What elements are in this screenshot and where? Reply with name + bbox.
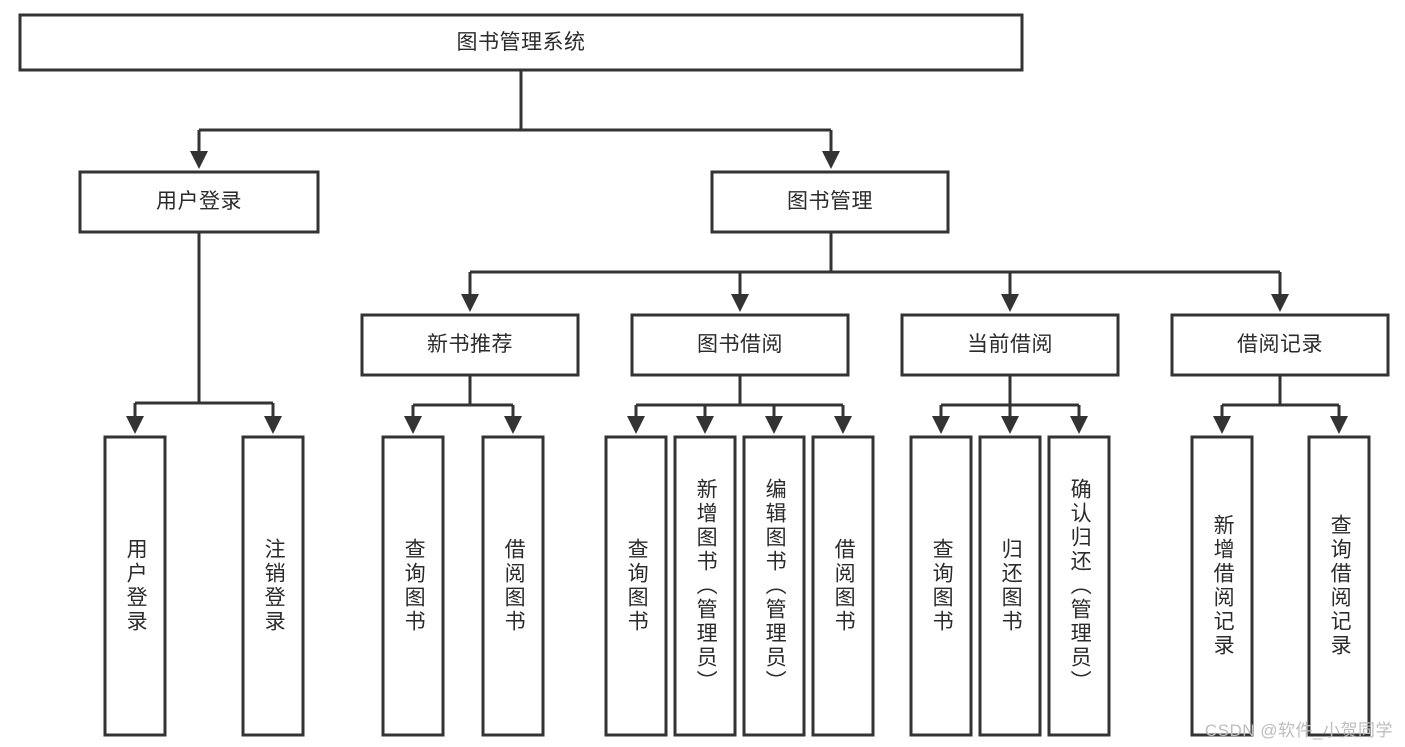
connector-book-management-bus <box>470 232 1280 274</box>
node-book-borrow-box[interactable] <box>630 313 850 377</box>
node-borrow-record-box[interactable] <box>1170 313 1390 377</box>
csdn-watermark: CSDN @软件_小贺同学 <box>1204 721 1393 740</box>
connector-root-bus <box>199 70 831 132</box>
node-leaf-borrow-book-2-box[interactable] <box>811 435 875 737</box>
node-leaf-add-book-admin-box[interactable] <box>673 435 737 737</box>
node-leaf-add-borrow-record-box[interactable] <box>1190 435 1254 737</box>
node-leaf-query-book-2-box[interactable] <box>604 435 668 737</box>
node-leaf-return-book-box[interactable] <box>978 435 1042 737</box>
connector-user-login-bus <box>135 232 273 405</box>
node-leaf-query-book-1-box[interactable] <box>381 435 445 737</box>
node-new-book-recommend-box[interactable] <box>360 313 580 377</box>
node-current-borrow-box[interactable] <box>900 313 1120 377</box>
connector-borrow-record-bus <box>1222 375 1339 407</box>
node-root-box[interactable] <box>18 13 1024 72</box>
node-leaf-query-book-3-box[interactable] <box>909 435 973 737</box>
connector-book-borrow-bus <box>636 375 843 407</box>
node-leaf-query-borrow-record-box[interactable] <box>1307 435 1371 737</box>
connector-new-book-bus <box>413 375 513 407</box>
node-leaf-logout-login-box[interactable] <box>241 435 305 737</box>
node-leaf-borrow-book-1-box[interactable] <box>481 435 545 737</box>
node-book-management-box[interactable] <box>710 170 950 234</box>
connector-current-borrow-bus <box>941 375 1079 407</box>
node-leaf-user-login-box[interactable] <box>103 435 167 737</box>
node-leaf-confirm-return-admin-box[interactable] <box>1047 435 1111 737</box>
node-leaf-edit-book-admin-box[interactable] <box>742 435 806 737</box>
node-user-login-box[interactable] <box>78 170 320 234</box>
